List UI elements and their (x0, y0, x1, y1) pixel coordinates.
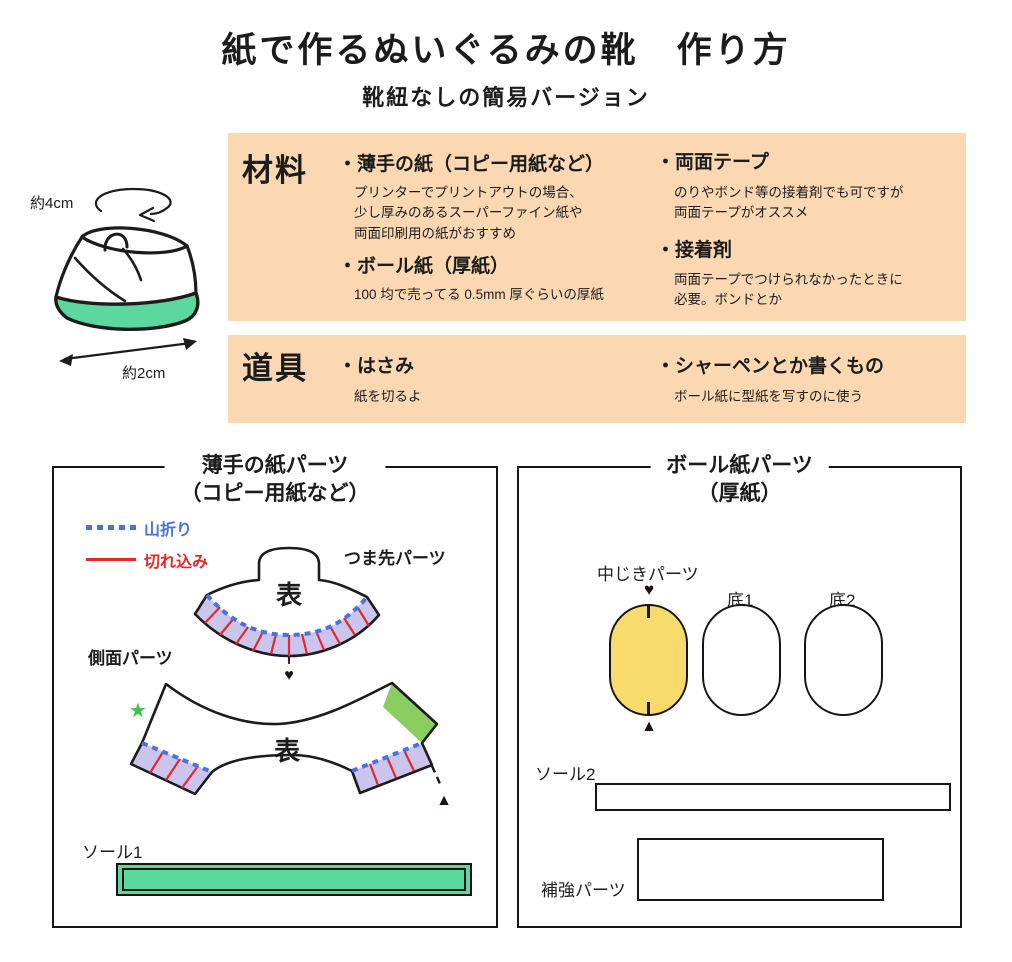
shoe-seam (121, 247, 143, 282)
reinforce-label: 補強パーツ (541, 881, 626, 900)
triangle-marker-icon: ▲ (436, 792, 452, 809)
materials-box: 材料 ・薄手の紙（コピー用紙など） プリンターでプリントアウトの場合、 少し厚み… (228, 133, 966, 321)
cut-line-icon (86, 558, 136, 561)
cardboard-parts-title-line1: ボール紙パーツ (666, 454, 813, 477)
material-item-desc: 両面テープでつけられなかったときに 必要。ボンドとか (674, 272, 903, 308)
side-fold-dashed-left (141, 741, 213, 774)
bottom2-shape (804, 604, 883, 716)
sole1-label: ソール1 (82, 843, 143, 862)
material-item-desc: プリンターでプリントアウトの場合、 少し厚みのあるスーパーファイン紙や 両面印刷… (354, 185, 583, 241)
shoe-height-label: 約4cm (30, 195, 74, 212)
insole-bottom-notch (647, 702, 650, 714)
toe-part-label: つま先パーツ (344, 549, 446, 568)
rotation-arrowhead-icon (138, 206, 156, 223)
material-item-label: ・両面テープ (656, 152, 769, 173)
cardboard-parts-title-line2: （厚紙） (697, 482, 782, 506)
side-part-label: 側面パーツ (88, 649, 173, 668)
page-title: 紙で作るぬいぐるみの靴 作り方 (221, 31, 791, 70)
material-item-label: ・薄手の紙（コピー用紙など） (338, 154, 605, 175)
toe-fold-dashed-line (205, 593, 369, 638)
toe-front-label: 表 (276, 580, 303, 610)
star-marker-icon: ★ (129, 700, 147, 722)
toe-outline (193, 546, 381, 658)
tool-item-label: ・シャーペンとか書くもの (656, 356, 885, 377)
side-front-label: 表 (274, 736, 301, 766)
cardboard-parts-title: ボール紙パーツ （厚紙） (650, 452, 829, 509)
side-glue-tab (383, 683, 437, 743)
bottom1-shape (702, 604, 781, 716)
page-subtitle: 靴紐なしの簡易バージョン (362, 85, 650, 110)
sole1-inner-outline (122, 868, 466, 891)
heart-marker-icon: ♥ (284, 667, 294, 684)
align-dashed-line (430, 765, 443, 787)
legend-mountain-fold: 山折り (144, 522, 193, 539)
side-part-shape: 表 ★ ▲ (129, 681, 452, 809)
toe-part-shape: 表 ♥ (193, 546, 381, 684)
mountain-fold-line-icon (86, 525, 136, 530)
shoe-illustration (54, 187, 200, 366)
insole-top-notch (647, 606, 650, 618)
insole-label: 中じきパーツ (597, 565, 699, 584)
paper-parts-panel: 薄手の紙パーツ （コピー用紙など） 山折り 切れ込み つま先パーツ 側面パーツ … (52, 452, 498, 928)
legend-cut: 切れ込み (144, 554, 209, 571)
arrowhead-left-icon (59, 354, 73, 366)
tool-item-desc: 紙を切るよ (354, 389, 422, 404)
cardboard-parts-panel: ボール紙パーツ （厚紙） 中じきパーツ ♥ ▲ 底1 底2 ソール2 補強パーツ (517, 452, 962, 928)
shoe-sole-shape (54, 291, 200, 331)
sole2-label: ソール2 (535, 765, 596, 784)
sole1-shape (116, 863, 472, 896)
paper-parts-title-line2: （コピー用紙など） (180, 482, 370, 506)
material-item-label: ・ボール紙（厚紙） (338, 256, 510, 277)
heart-marker-icon: ♥ (643, 580, 655, 599)
side-fold-dashed-right (351, 741, 423, 773)
sole2-shape (595, 783, 951, 811)
tool-item-label: ・はさみ (338, 356, 415, 377)
arrowhead-right-icon (183, 338, 197, 350)
material-item-desc: のりやボンド等の接着剤でも可ですが 両面テープがオススメ (674, 185, 904, 221)
rotation-arrow-icon (94, 187, 172, 216)
reinforce-shape (637, 838, 884, 901)
shoe-opening (80, 226, 189, 255)
toe-fold-band (195, 595, 379, 656)
tools-box: 道具 ・はさみ 紙を切るよ ・シャーペンとか書くもの ボール紙に型紙を写すのに使… (228, 335, 966, 423)
triangle-marker-icon: ▲ (641, 718, 657, 735)
material-item-desc: 100 均で売ってる 0.5mm 厚ぐらいの厚紙 (354, 287, 604, 302)
side-outline (129, 681, 439, 796)
shoe-tongue (103, 232, 129, 252)
shoe-seam (73, 256, 127, 303)
tools-header: 道具 (242, 351, 308, 386)
width-arrow (63, 341, 193, 361)
materials-header: 材料 (242, 153, 308, 188)
side-fold-band-left (131, 743, 212, 794)
material-item-label: ・接着剤 (656, 240, 733, 261)
paper-parts-title: 薄手の紙パーツ （コピー用紙など） (164, 452, 386, 509)
shoe-width-label: 約2cm (122, 365, 166, 382)
paper-parts-title-line1: 薄手の紙パーツ (201, 454, 349, 477)
tool-item-desc: ボール紙に型紙を写すのに使う (674, 389, 863, 404)
insole-shape (609, 604, 688, 716)
